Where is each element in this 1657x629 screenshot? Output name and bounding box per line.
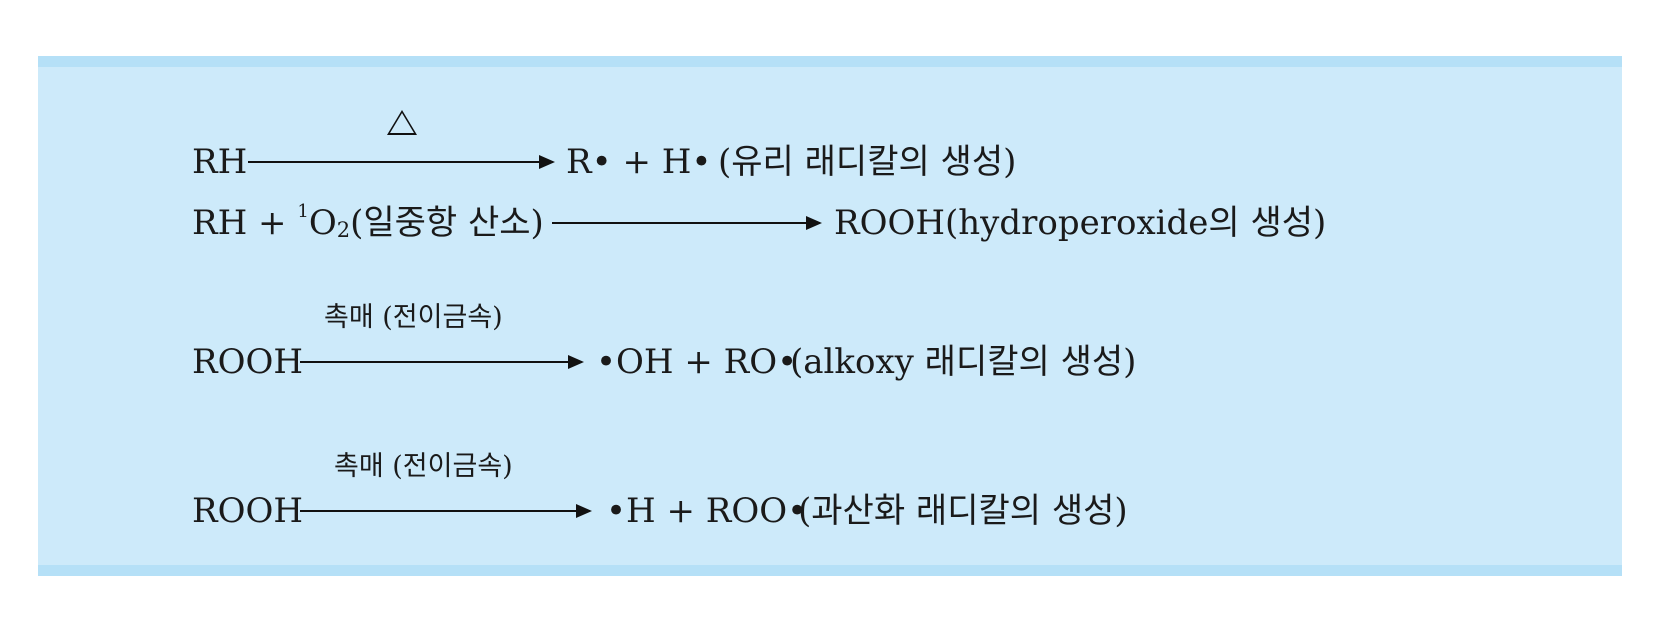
reaction-row-2: RH + 1O2(일중항 산소) ROOH(hydroperoxide의 생성) xyxy=(38,198,1622,248)
reactant-prefix: RH + xyxy=(192,203,298,243)
product-peroxyl: •H + ROO• xyxy=(606,491,808,531)
reaction-row-3: ROOH 촉매 (전이금속) •OH + RO• (alkoxy 래디칼의 생성… xyxy=(38,303,1622,387)
reaction-arrow xyxy=(552,216,822,230)
reaction-row-1: RH R• + H• (유리 래디칼의 생성) xyxy=(38,110,1622,187)
catalyst-label: 촉매 (전이금속) xyxy=(324,302,503,333)
oxygen-symbol: O xyxy=(308,203,337,243)
reactant-rooh: ROOH xyxy=(192,491,303,531)
singlet-superscript: 1 xyxy=(297,200,309,222)
reaction-note: (alkoxy 래디칼의 생성) xyxy=(790,342,1137,382)
reaction-arrow xyxy=(300,504,592,518)
reactant-note: (일중항 산소) xyxy=(350,203,544,243)
product-radicals: R• + H• xyxy=(566,142,712,182)
reaction-note: (유리 래디칼의 생성) xyxy=(718,142,1017,182)
reaction-panel: RH R• + H• (유리 래디칼의 생성) RH + 1O2(일중항 산소)… xyxy=(38,56,1622,576)
product-hydroperoxide: ROOH(hydroperoxide의 생성) xyxy=(834,203,1327,243)
reaction-row-4: ROOH 촉매 (전이금속) •H + ROO• (과산화 래디칼의 생성) xyxy=(38,452,1622,536)
product-alkoxy: •OH + RO• xyxy=(596,342,798,382)
reactant-rooh: ROOH xyxy=(192,342,303,382)
oxygen-subscript: 2 xyxy=(336,218,351,243)
catalyst-label: 촉매 (전이금속) xyxy=(334,451,513,482)
reaction-note: (과산화 래디칼의 생성) xyxy=(798,491,1128,531)
reactant-singlet-oxygen: RH + 1O2(일중항 산소) xyxy=(192,198,544,248)
reactant-rh: RH xyxy=(192,142,248,182)
reaction-arrow xyxy=(248,155,555,169)
heat-triangle-icon xyxy=(387,110,417,135)
reaction-arrow xyxy=(300,355,584,369)
